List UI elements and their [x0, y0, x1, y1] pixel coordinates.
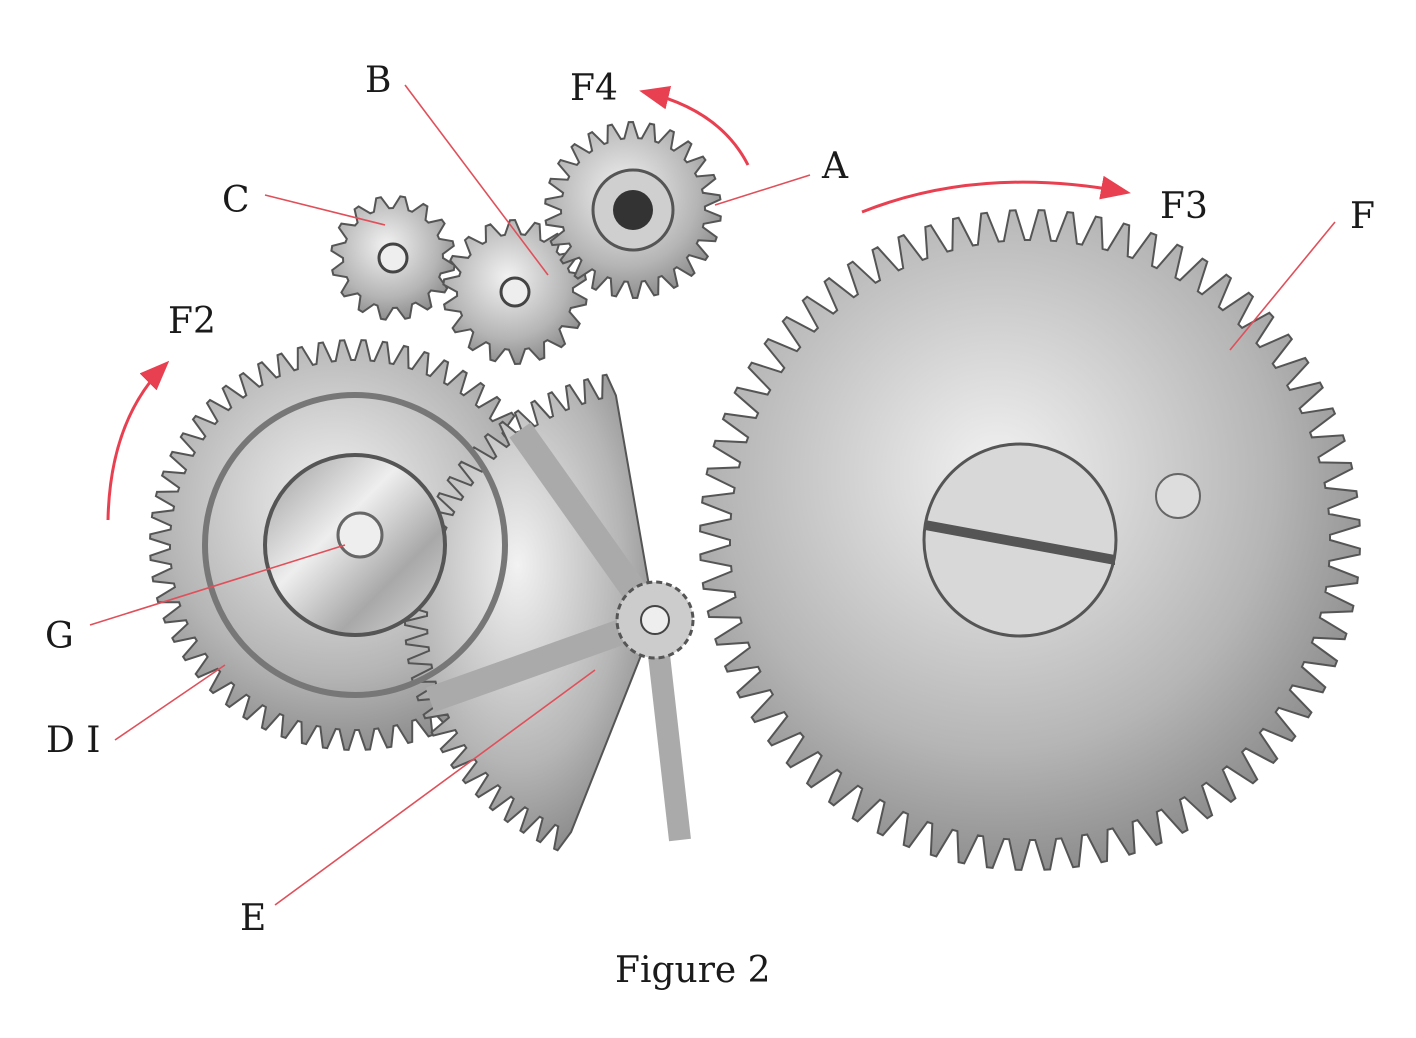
rotation-arrow-f2 [106, 360, 170, 521]
label-f2: F2 [168, 301, 216, 342]
label-f: F [1350, 196, 1375, 237]
figure-caption: Figure 2 [615, 950, 771, 991]
sector-e-arms [425, 422, 695, 842]
gear-a-hub [591, 168, 675, 252]
rotation-arrow-f3 [861, 175, 1131, 214]
gear-c-pivot [377, 242, 409, 274]
label-a: A [821, 146, 849, 187]
label-g: G [45, 616, 74, 657]
gear-b-pivot [499, 276, 531, 308]
gear-d-barrel [202, 392, 508, 698]
big-wheel-screw [922, 442, 1201, 638]
label-f3: F3 [1160, 186, 1208, 227]
leader-lines [89, 84, 1336, 906]
label-c: C [222, 180, 250, 221]
label-d: D I [46, 720, 101, 761]
label-b: B [365, 60, 391, 101]
label-f4: F4 [570, 68, 618, 109]
rotation-arrow-f4 [639, 85, 750, 166]
label-e: E [240, 898, 266, 939]
